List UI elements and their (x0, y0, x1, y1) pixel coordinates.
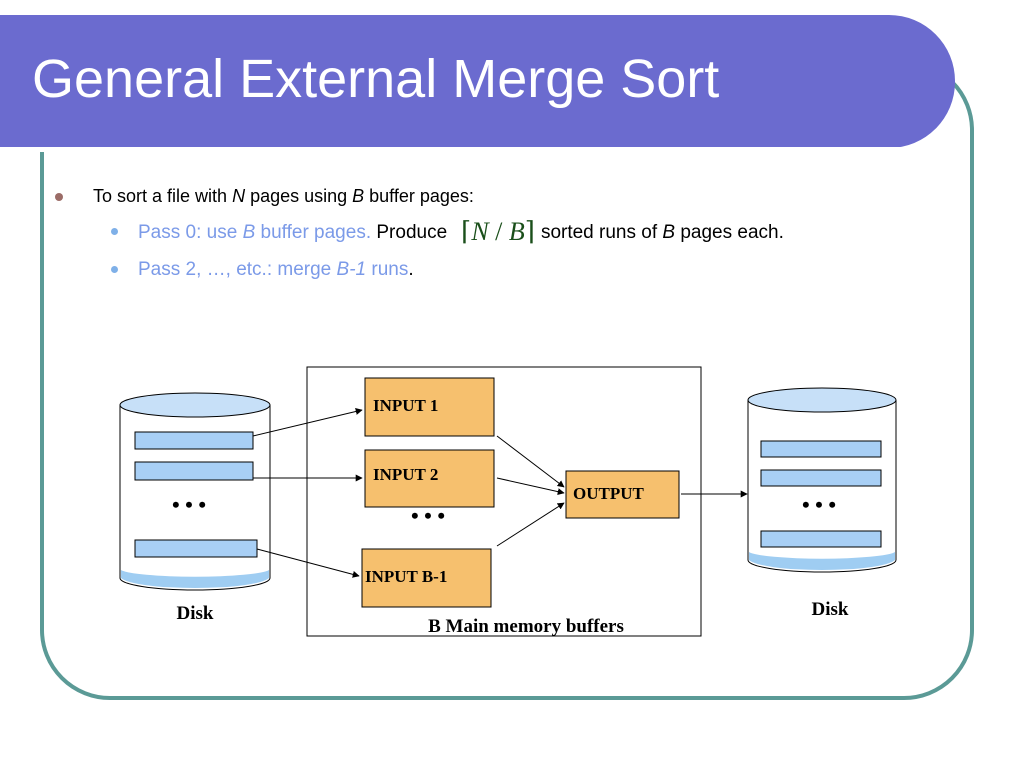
runs-text: sorted runs of (540, 222, 663, 243)
var-b-minus-1: B-1 (336, 259, 367, 280)
page-block (760, 530, 882, 548)
sub-bullet-pass0: Pass 0: use B buffer pages. Produce ⌈N / … (55, 218, 935, 246)
disk-left-label: Disk (177, 603, 214, 624)
disk-right-dots: • • • (802, 492, 836, 517)
disk-left-cylinder (119, 392, 271, 591)
arrow-inputb1-to-output (496, 502, 565, 547)
output-buffer (565, 470, 680, 519)
arrow-disk-to-inputb1 (256, 548, 360, 578)
formula-sep: / (488, 217, 509, 246)
disk-right-label: Disk (812, 599, 849, 620)
sub-bullet-marker (111, 228, 118, 235)
disk-right-cylinder (747, 387, 897, 573)
var-b: B (352, 186, 365, 206)
bullet-list: To sort a file with N pages using B buff… (55, 184, 935, 283)
var-b: B (662, 222, 676, 243)
var-n: N (232, 186, 246, 206)
runs-text: pages each. (675, 222, 784, 243)
formula-n: N (471, 217, 489, 246)
bullet-text: pages using (245, 186, 353, 206)
pass0-text: Pass 0: use (138, 222, 243, 243)
var-b: B (242, 222, 256, 243)
title-bar (0, 15, 955, 152)
buffer-dots: • • • (411, 503, 445, 528)
arrow-input2-to-output (496, 477, 565, 496)
sub-bullet-marker (111, 266, 118, 273)
sub-bullet-pass2: Pass 2, …, etc.: merge B-1 runs. (55, 256, 935, 283)
disk-left-dots: • • • (172, 492, 206, 517)
arrow-disk-to-input1 (252, 408, 363, 437)
input-buffer-1 (364, 377, 495, 437)
input-buffer-b-1-label: INPUT B-1 (365, 567, 447, 586)
arrow-input1-to-output (496, 435, 565, 488)
input-buffer-2 (364, 449, 495, 508)
memory-label: B Main memory buffers (428, 616, 624, 637)
produce-text: Produce (371, 222, 448, 243)
formula-b: B (508, 217, 525, 246)
bullet-marker (55, 193, 63, 201)
bullet-text: To sort a file with (93, 186, 233, 206)
page-block (760, 469, 882, 487)
input-buffer-1-label: INPUT 1 (373, 396, 438, 415)
page-block (134, 431, 254, 450)
page-block (134, 461, 254, 481)
ceil-formula: ⌈N / B⌉ (461, 217, 535, 246)
input-buffer-2-label: INPUT 2 (373, 465, 438, 484)
pass2-text: runs (366, 259, 409, 280)
output-buffer-label: OUTPUT (573, 484, 645, 503)
page-block (134, 539, 258, 558)
page-block (760, 440, 882, 458)
pass0-text: buffer pages. (255, 222, 372, 243)
title-underline (0, 147, 905, 152)
input-buffer-b-1 (361, 548, 492, 608)
pass2-text: Pass 2, …, etc.: merge (138, 259, 337, 280)
period: . (408, 259, 414, 280)
bullet-sort-file: To sort a file with N pages using B buff… (55, 184, 935, 208)
slide-title: General External Merge Sort (32, 49, 720, 109)
bullet-text: buffer pages: (364, 186, 474, 206)
